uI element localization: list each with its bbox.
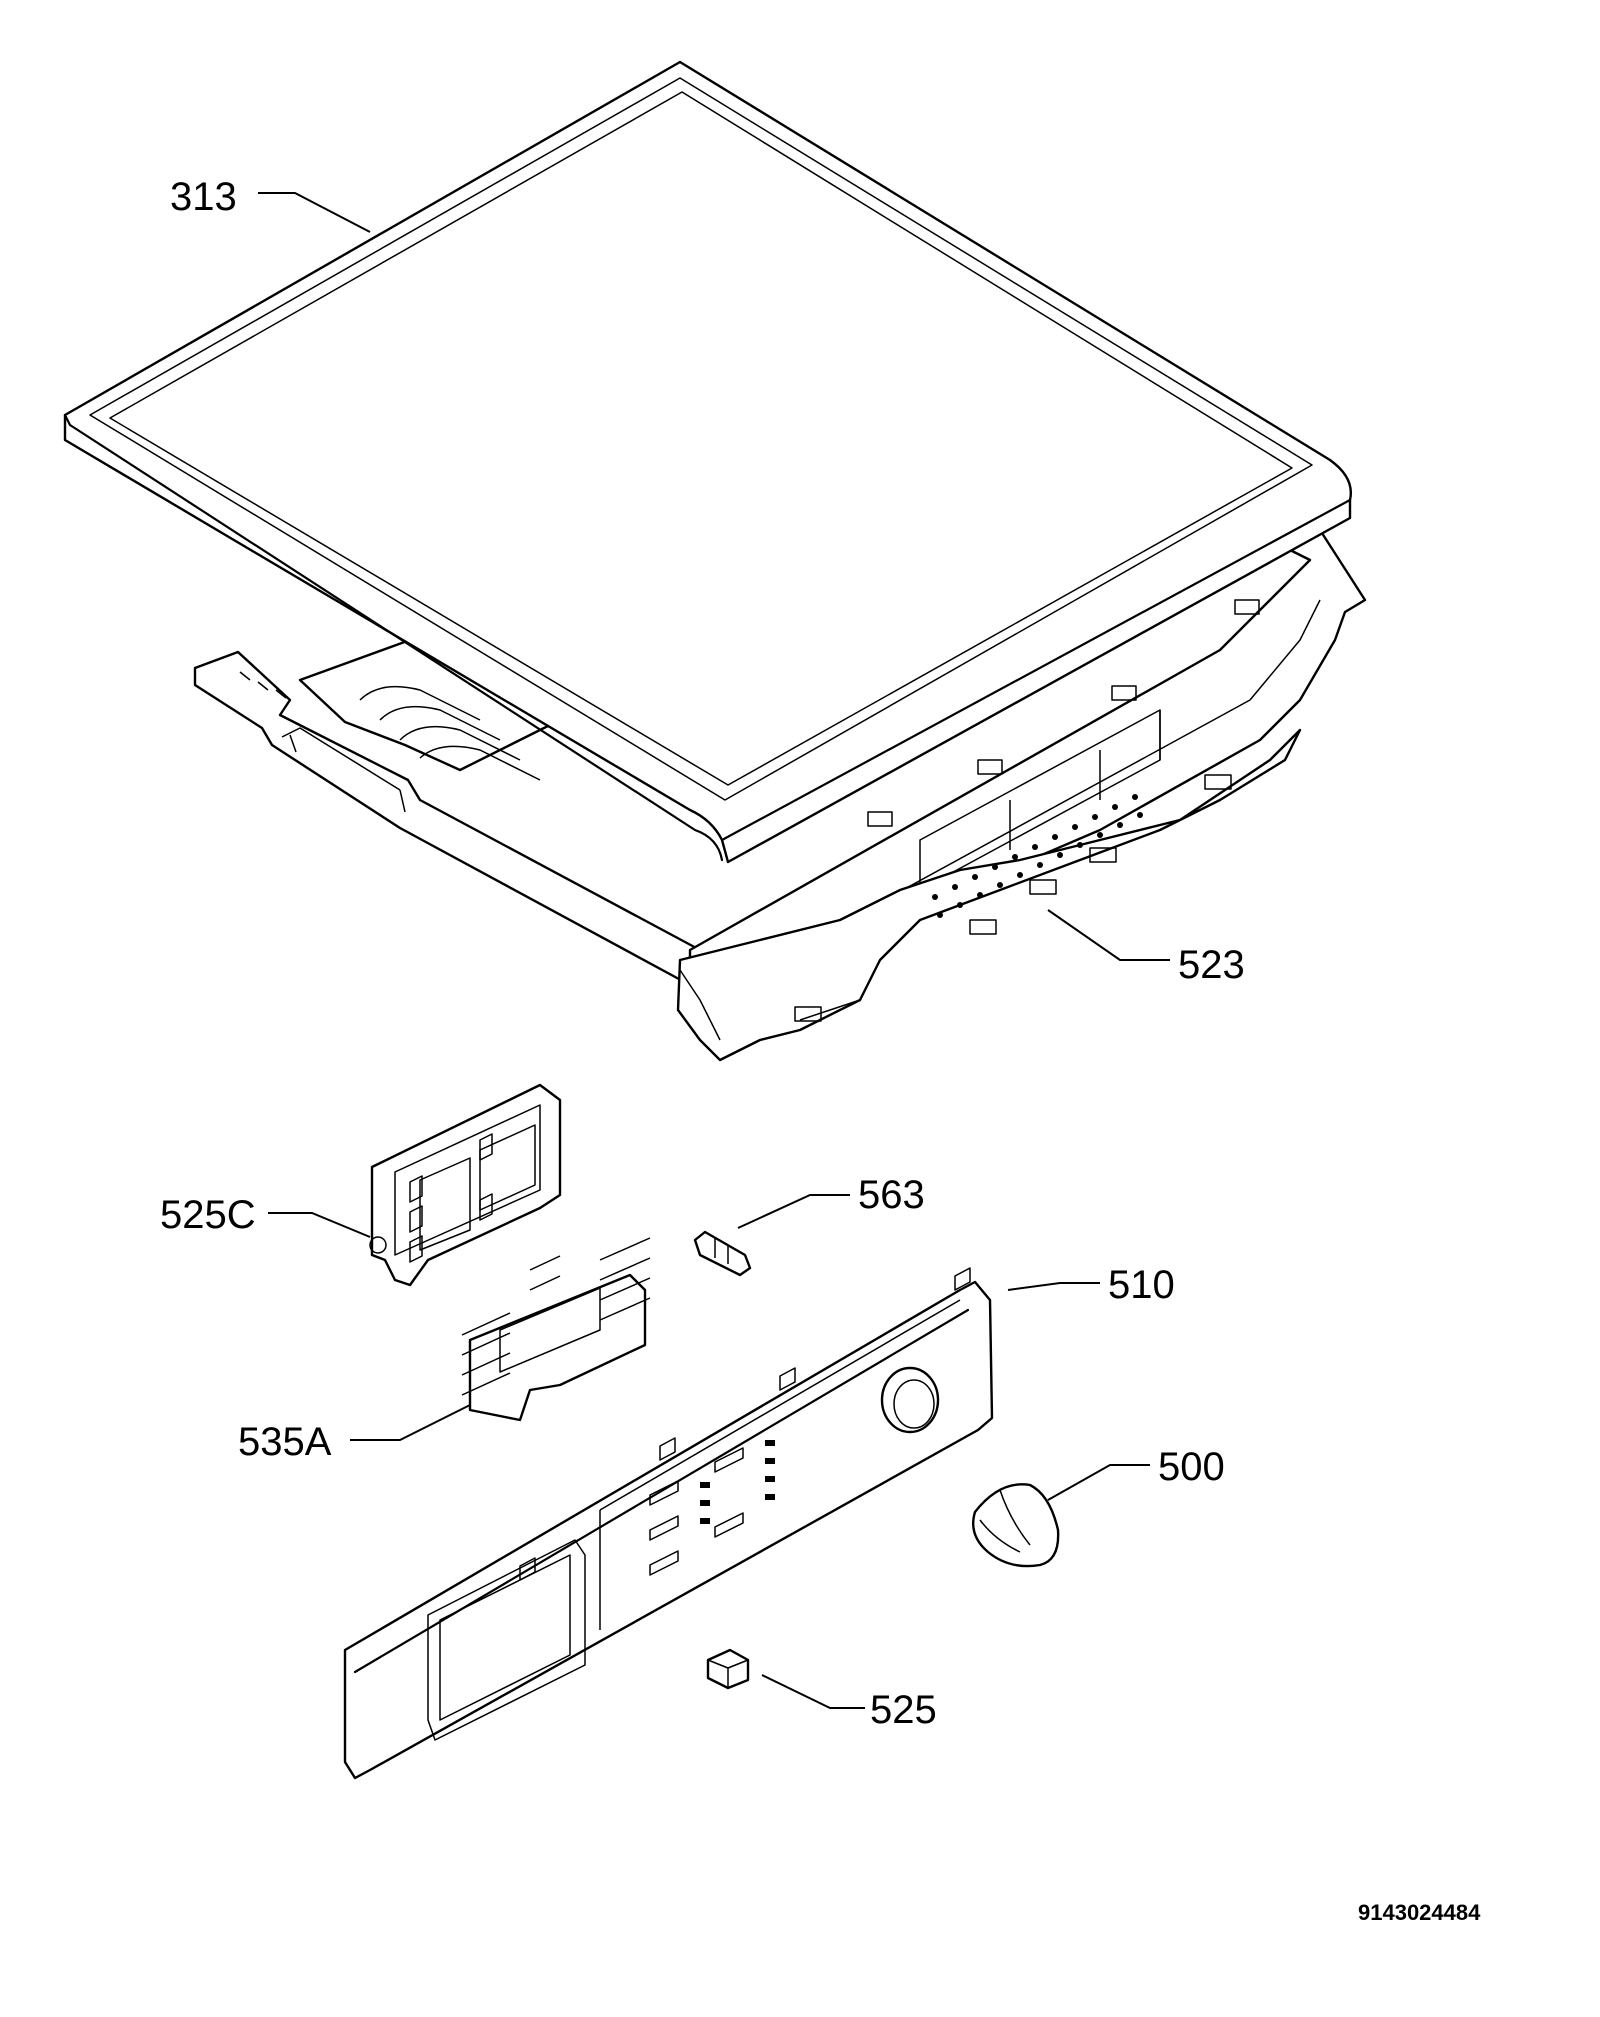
callout-313: 313 xyxy=(170,175,237,219)
part-535a-connector xyxy=(461,1237,651,1422)
part-563-pin xyxy=(693,1230,752,1277)
leader-lines xyxy=(258,192,1170,1709)
callout-525: 525 xyxy=(870,1688,937,1732)
part-500-knob xyxy=(971,1483,1060,1568)
part-525-button xyxy=(706,1648,750,1690)
part-510-control-panel xyxy=(343,1267,994,1780)
document-number: 9143024484 xyxy=(1358,1900,1481,1925)
callout-510: 510 xyxy=(1108,1263,1175,1307)
callout-500: 500 xyxy=(1158,1445,1225,1489)
callout-563: 563 xyxy=(858,1173,925,1217)
callout-523: 523 xyxy=(1178,943,1245,987)
callout-525c: 525C xyxy=(160,1193,256,1237)
part-523-frame xyxy=(193,528,1367,1062)
part-525c-bracket xyxy=(369,1083,562,1287)
part-313-top-cover xyxy=(63,60,1352,864)
callout-535a: 535A xyxy=(238,1420,332,1464)
